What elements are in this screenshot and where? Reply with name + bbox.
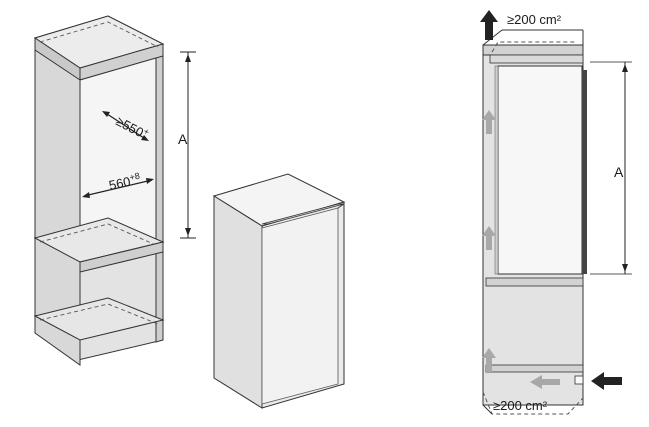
height-label-right: A	[614, 164, 624, 180]
cabinet-bottom-shelf	[33, 297, 165, 341]
intake-arrow-left	[591, 372, 622, 390]
section-appliance	[497, 65, 583, 275]
section-bottom-shelf	[485, 364, 584, 373]
width-label: 560+8	[107, 171, 142, 193]
cabinet-niche: ≥550+ 560+8 A	[33, 15, 196, 366]
airflow-arrow-up-2	[482, 226, 496, 250]
width-dimension	[82, 178, 154, 198]
section-height-dimension	[590, 61, 632, 275]
airflow-arrow-up-1	[482, 110, 496, 134]
height-label-left: A	[178, 131, 188, 147]
appliance-illustration	[212, 173, 346, 409]
exhaust-arrow-up	[480, 10, 498, 40]
height-dimension	[180, 51, 196, 239]
top-vent-label: ≥200 cm²	[507, 12, 562, 27]
airflow-arrow-up-3	[482, 348, 496, 372]
appliance-side	[213, 195, 263, 409]
section-top-shelf	[482, 44, 584, 56]
appliance-door	[261, 207, 339, 405]
airflow-arrow-left	[530, 375, 560, 389]
section-middle-shelf	[485, 277, 584, 287]
bottom-vent-label: ≥200 cm²	[493, 398, 548, 413]
ventilation-section: ≥200 cm² ≥200 cm² A	[480, 10, 632, 415]
cabinet-right-edge	[155, 43, 164, 343]
depth-dimension	[102, 111, 149, 141]
